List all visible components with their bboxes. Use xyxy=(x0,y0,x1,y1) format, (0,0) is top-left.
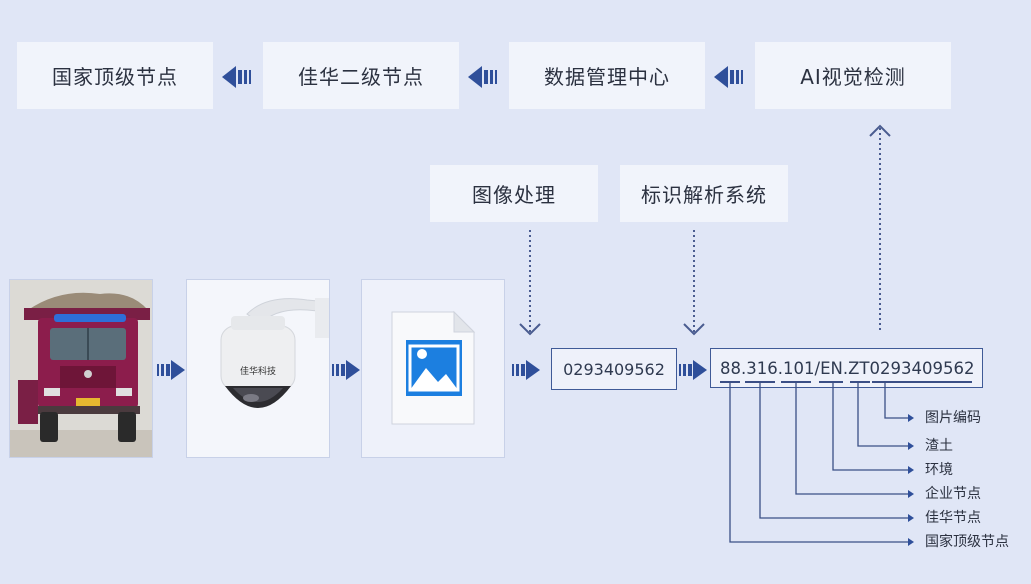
underline-jiahua xyxy=(745,381,775,383)
legend-enterprise-node: 企业节点 xyxy=(925,486,981,502)
dot-separator: . xyxy=(842,358,849,378)
image-file-icon xyxy=(391,310,476,425)
arrow-right-icon xyxy=(679,360,707,380)
underline-picture-code xyxy=(872,381,972,383)
ai-detection-label: AI视觉检测 xyxy=(800,65,906,89)
image-processing-box: 图像处理 xyxy=(430,165,598,222)
seg-enterprise: 101 xyxy=(783,358,815,378)
svg-text:佳华科技: 佳华科技 xyxy=(240,365,276,377)
dot-separator: . xyxy=(741,358,747,378)
jiahua-node-label: 佳华二级节点 xyxy=(298,65,424,89)
slash-separator: / xyxy=(814,358,821,378)
national-node-label: 国家顶级节点 xyxy=(52,65,178,89)
dotted-arrow-down-icon xyxy=(683,230,705,336)
national-node-box: 国家顶级节点 xyxy=(17,42,213,109)
underline-muck xyxy=(850,381,870,383)
dotted-arrow-up-icon xyxy=(869,124,891,332)
arrow-right-icon xyxy=(332,360,360,380)
data-center-label: 数据管理中心 xyxy=(544,65,670,89)
seg-jiahua: 316 xyxy=(746,358,778,378)
legend-muck: 渣土 xyxy=(925,438,953,454)
legend-environment: 环境 xyxy=(925,462,953,478)
legend-jiahua-node: 佳华节点 xyxy=(925,510,981,526)
arrow-right-icon xyxy=(157,360,185,380)
truck-image xyxy=(9,279,153,458)
image-processing-label: 图像处理 xyxy=(472,183,556,207)
arrow-left-icon xyxy=(222,66,251,88)
seg-muck: ZT xyxy=(848,358,870,378)
arrow-left-icon xyxy=(714,66,743,88)
id-resolution-label: 标识解析系统 xyxy=(641,183,767,207)
seg-national: 88 xyxy=(720,358,741,378)
jiahua-node-box: 佳华二级节点 xyxy=(263,42,459,109)
data-center-box: 数据管理中心 xyxy=(509,42,705,109)
seg-picture-code: 0293409562 xyxy=(869,358,975,378)
image-file-box xyxy=(361,279,505,458)
dot-separator: . xyxy=(777,358,783,378)
ai-detection-box: AI视觉检测 xyxy=(755,42,951,109)
arrow-right-icon xyxy=(512,360,540,380)
picture-code-text: 0293409562 xyxy=(563,359,665,379)
camera-image: 佳华科技 xyxy=(186,279,330,458)
dotted-arrow-down-icon xyxy=(519,230,541,336)
arrow-left-icon xyxy=(468,66,497,88)
seg-environment: EN xyxy=(820,358,843,378)
underline-national xyxy=(720,381,740,383)
picture-code-box: 0293409562 xyxy=(551,348,677,390)
id-resolution-box: 标识解析系统 xyxy=(620,165,788,222)
legend-national-node: 国家顶级节点 xyxy=(925,534,1009,550)
underline-enterprise xyxy=(781,381,811,383)
underline-environment xyxy=(819,381,843,383)
legend-picture-code: 图片编码 xyxy=(925,410,981,426)
